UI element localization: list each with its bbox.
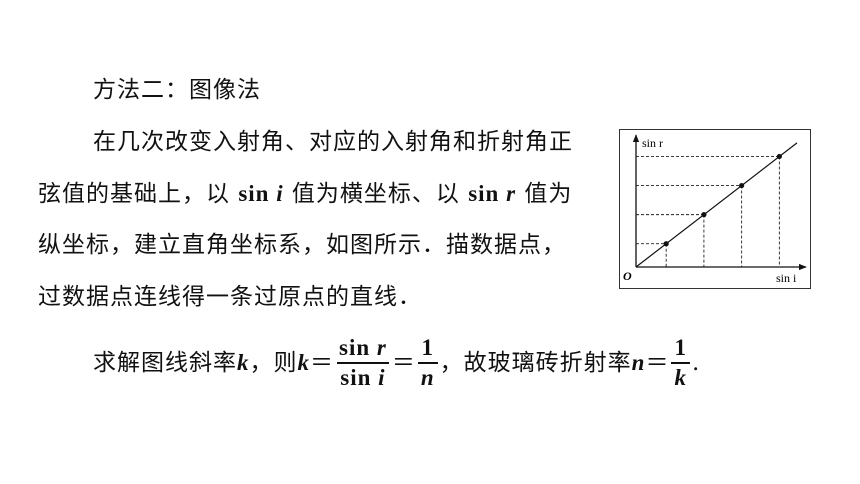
x-axis-label: sin i [776, 271, 797, 285]
line-2-text-c: 值为 [516, 181, 573, 207]
origin-label: O [623, 269, 632, 283]
fraction-1-over-k: 1 k [671, 335, 690, 391]
paragraph-line-1: 在几次改变入射角、对应的入射角和折射角正 [93, 129, 573, 155]
den-i: i [378, 365, 386, 390]
sin-function: sin [238, 181, 277, 206]
data-point-4 [776, 153, 782, 160]
line-2-text-a: 弦值的基础上，以 [38, 181, 239, 207]
line-2-text-b: 值为横坐标、以 [283, 181, 469, 207]
sin-function-2: sin [468, 181, 507, 206]
data-point-3 [739, 182, 745, 189]
formula-mid: ，故玻璃砖折射率 [439, 350, 632, 376]
fraction-denominator: sin i [337, 362, 389, 391]
formula-lead: 求解图线斜率 [93, 350, 237, 376]
formula-line: 求解图线斜率 k ，则 k ＝ sin r sin i ＝ 1 n ，故玻璃砖折… [93, 333, 700, 393]
slope-k: k [237, 350, 250, 375]
fraction-denominator-n: n [417, 362, 438, 391]
plot-layer [635, 142, 798, 268]
data-point-1 [663, 241, 669, 247]
num-sin: sin [339, 335, 377, 360]
sin-graph: sin r sin i O [623, 134, 807, 285]
variable-r: r [506, 181, 517, 206]
fit-line [635, 142, 798, 268]
paragraph-line-4: 过数据点连线得一条过原点的直线． [38, 284, 422, 310]
graph-frame: sin r sin i O [619, 129, 811, 289]
equals-2: ＝ [391, 350, 416, 376]
fraction-sinr-over-sini: sin r sin i [336, 335, 390, 391]
formula-end: . [691, 350, 701, 376]
data-point-2 [701, 212, 707, 218]
equals-1: ＝ [310, 350, 334, 376]
section-heading: 方法二：图像法 [93, 77, 261, 103]
slope-k-2: k [297, 350, 310, 375]
variable-i: i [276, 181, 284, 206]
paragraph-line-3: 纵坐标，建立直角坐标系，如图所示．描数据点， [38, 232, 566, 258]
fraction-1-over-n: 1 n [417, 335, 438, 391]
equals-3: ＝ [645, 350, 670, 376]
num-r: r [376, 335, 387, 360]
fraction-numerator-1b: 1 [674, 335, 687, 360]
fraction-numerator-1: 1 [421, 335, 434, 360]
fraction-denominator-k: k [671, 362, 690, 391]
formula-then: ，则 [249, 350, 298, 376]
paragraph-line-2: 弦值的基础上，以 sin i 值为横坐标、以 sin r 值为 [38, 180, 572, 208]
y-axis-label: sin r [642, 136, 663, 150]
den-sin: sin [340, 365, 379, 390]
index-n: n [631, 350, 646, 375]
fraction-numerator: sin r [336, 335, 390, 362]
